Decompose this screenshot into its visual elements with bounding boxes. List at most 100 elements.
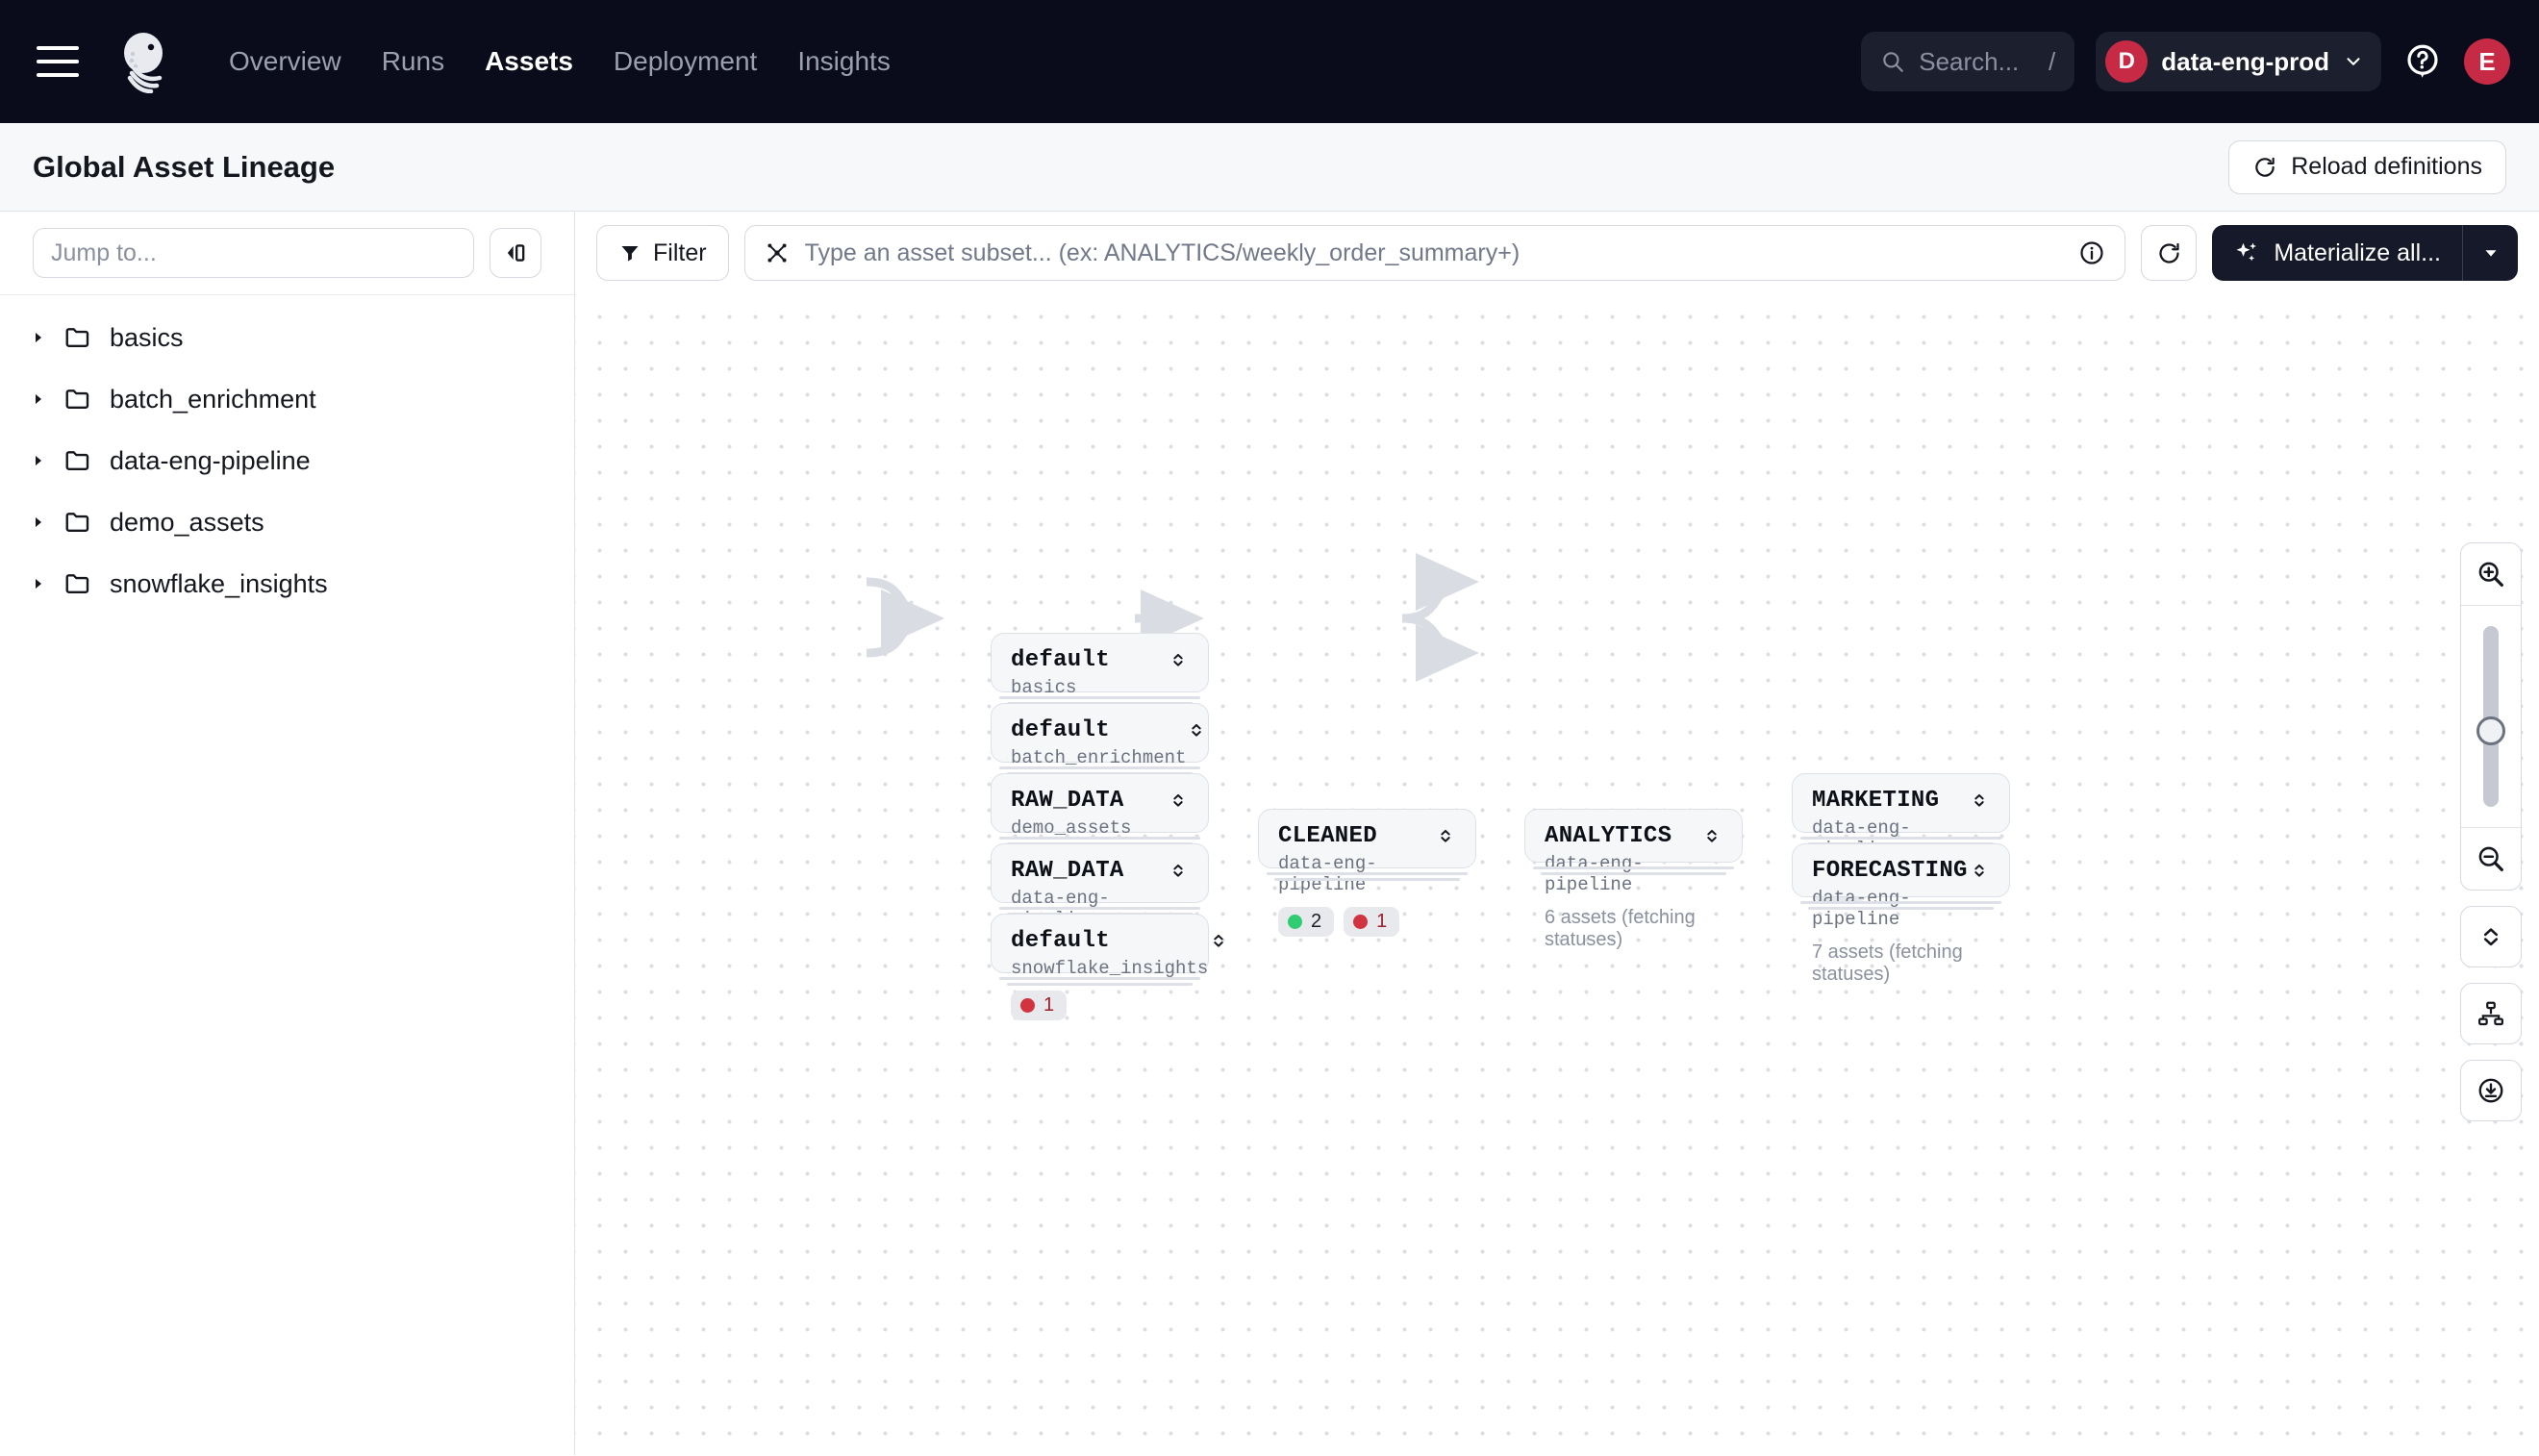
global-search-input[interactable]: Search... / — [1861, 32, 2075, 91]
expand-collapse-chevrons-icon[interactable] — [1168, 647, 1189, 672]
asset-group-node[interactable]: ANALYTICS data-eng-pipeline 6 assets (fe… — [1524, 809, 1743, 950]
node-subtitle: basics — [1011, 677, 1077, 698]
materialize-options-caret[interactable] — [2462, 225, 2518, 281]
status-count: 1 — [1376, 911, 1388, 932]
filter-button[interactable]: Filter — [596, 225, 729, 281]
divider — [2461, 827, 2521, 828]
expand-collapse-chevrons-icon[interactable] — [1186, 717, 1207, 742]
nav-link-deployment[interactable]: Deployment — [613, 46, 758, 76]
asset-group-node[interactable]: default batch_enrichment 2 — [991, 703, 1209, 810]
zoom-in-button[interactable] — [2461, 543, 2521, 605]
jump-to-input[interactable] — [33, 228, 474, 278]
edge-rawdata-demo-to-cleaned — [866, 577, 944, 647]
asset-group-node[interactable]: RAW_DATA demo_assets 1 — [991, 773, 1209, 880]
nav-link-insights[interactable]: Insights — [797, 46, 891, 76]
zoom-out-icon — [2478, 846, 2503, 871]
folder-icon — [65, 389, 89, 409]
status-badge[interactable]: 2 — [1278, 907, 1335, 937]
nav-link-assets[interactable]: Assets — [485, 46, 573, 76]
layout-direction-button[interactable] — [2460, 983, 2522, 1044]
expand-collapse-chevrons-icon[interactable] — [1435, 823, 1456, 848]
expand-collapse-chevrons-icon[interactable] — [1969, 858, 1990, 883]
hamburger-menu-icon[interactable] — [37, 46, 79, 77]
chevron-right-icon — [36, 456, 41, 465]
zoom-slider[interactable] — [2461, 606, 2521, 827]
search-shortcut-hint: / — [2049, 46, 2056, 76]
collapse-panel-icon — [507, 244, 525, 262]
node-subtitle: batch_enrichment — [1011, 747, 1187, 768]
reload-definitions-button[interactable]: Reload definitions — [2228, 139, 2506, 194]
chevron-right-icon — [36, 517, 41, 527]
node-title: CLEANED — [1278, 823, 1377, 849]
deployment-switcher[interactable]: D data-eng-prod — [2096, 32, 2381, 91]
node-stack-shadow — [1800, 898, 2001, 910]
lineage-canvas[interactable]: default basics 3 default batch_enrichmen… — [575, 294, 2539, 1455]
sidebar-item-basics[interactable]: basics — [0, 307, 574, 368]
expand-collapse-chevrons-icon[interactable] — [1208, 928, 1229, 953]
status-badge[interactable]: 1 — [1011, 991, 1068, 1020]
materialize-all-button[interactable]: Materialize all... — [2212, 225, 2462, 281]
dagster-logo-icon[interactable] — [112, 30, 175, 93]
sidebar-item-snowflake-insights[interactable]: snowflake_insights — [0, 553, 574, 615]
sidebar-item-label: data-eng-pipeline — [110, 445, 311, 475]
user-avatar[interactable]: E — [2464, 38, 2510, 85]
asset-group-node[interactable]: MARKETING data-eng-pipeline 3 — [1792, 773, 2010, 901]
asset-group-node[interactable]: RAW_DATA data-eng-pipeline 2 — [991, 843, 1209, 971]
node-title: MARKETING — [1812, 788, 1940, 814]
collapse-sidebar-button[interactable] — [490, 228, 541, 278]
graph-toolbar: Filter Type an asset subset... (ex: ANAL… — [575, 212, 2539, 294]
download-graph-button[interactable] — [2460, 1060, 2522, 1121]
sidebar-item-label: demo_assets — [110, 507, 264, 537]
sidebar-item-data-eng-pipeline[interactable]: data-eng-pipeline — [0, 430, 574, 491]
refresh-graph-button[interactable] — [2141, 225, 2198, 281]
status-count: 2 — [1311, 911, 1322, 932]
node-expand-button[interactable] — [1168, 788, 1189, 817]
deployment-name: data-eng-prod — [2161, 46, 2329, 76]
asset-group-node[interactable]: CLEANED data-eng-pipeline 2 1 — [1258, 809, 1476, 937]
node-stack-shadow — [1533, 864, 1734, 875]
node-expand-button[interactable] — [1208, 928, 1229, 958]
help-circle-icon[interactable] — [2402, 41, 2443, 82]
divider — [2461, 605, 2521, 606]
folder-icon — [65, 513, 89, 532]
node-fetching-status: 6 assets (fetching statuses) — [1545, 907, 1696, 950]
sidebar-jump-row — [0, 212, 574, 294]
node-stack-shadow — [999, 974, 1200, 986]
node-expand-button[interactable] — [1435, 823, 1456, 853]
sidebar-item-label: batch_enrichment — [110, 384, 316, 414]
refresh-icon — [2255, 157, 2275, 177]
status-badge[interactable]: 1 — [1344, 907, 1400, 937]
node-expand-button[interactable] — [1168, 647, 1189, 677]
node-expand-button[interactable] — [1969, 858, 1990, 888]
asset-subset-input[interactable]: Type an asset subset... (ex: ANALYTICS/w… — [743, 225, 2126, 281]
node-stack-shadow — [1267, 869, 1468, 881]
expand-collapse-chevrons-icon[interactable] — [1969, 788, 1990, 813]
asset-group-node[interactable]: default snowflake_insights 1 — [991, 914, 1223, 1020]
nav-link-runs[interactable]: Runs — [381, 46, 445, 76]
sidebar-item-label: basics — [110, 322, 184, 352]
expand-collapse-chevrons-icon[interactable] — [1168, 858, 1189, 883]
info-circle-icon[interactable] — [2078, 239, 2105, 266]
materialize-all-button-group[interactable]: Materialize all... — [2212, 225, 2518, 281]
nav-link-overview[interactable]: Overview — [229, 46, 341, 76]
folder-icon — [65, 574, 89, 593]
zoom-out-button[interactable] — [2461, 828, 2521, 890]
node-expand-button[interactable] — [1168, 858, 1189, 888]
asset-group-node[interactable]: FORECASTING data-eng-pipeline 7 assets (… — [1792, 843, 2010, 985]
node-expand-button[interactable] — [1969, 788, 1990, 817]
node-title: ANALYTICS — [1545, 823, 1672, 849]
node-title: default — [1011, 928, 1110, 954]
asset-group-node[interactable]: default basics 3 — [991, 633, 1209, 740]
zoom-slider-thumb[interactable] — [2476, 716, 2505, 745]
node-expand-button[interactable] — [1701, 823, 1722, 853]
expand-collapse-chevrons-icon[interactable] — [1701, 823, 1722, 848]
expand-collapse-all-button[interactable] — [2460, 906, 2522, 967]
node-expand-button[interactable] — [1186, 717, 1207, 747]
sidebar-item-label: snowflake_insights — [110, 568, 328, 598]
sidebar-item-batch-enrichment[interactable]: batch_enrichment — [0, 368, 574, 430]
folder-icon — [65, 451, 89, 470]
expand-collapse-chevrons-icon[interactable] — [1168, 788, 1189, 813]
nav-right-cluster: Search... / D data-eng-prod E — [1861, 0, 2510, 123]
sidebar-item-demo-assets[interactable]: demo_assets — [0, 491, 574, 553]
node-title: RAW_DATA — [1011, 858, 1124, 884]
